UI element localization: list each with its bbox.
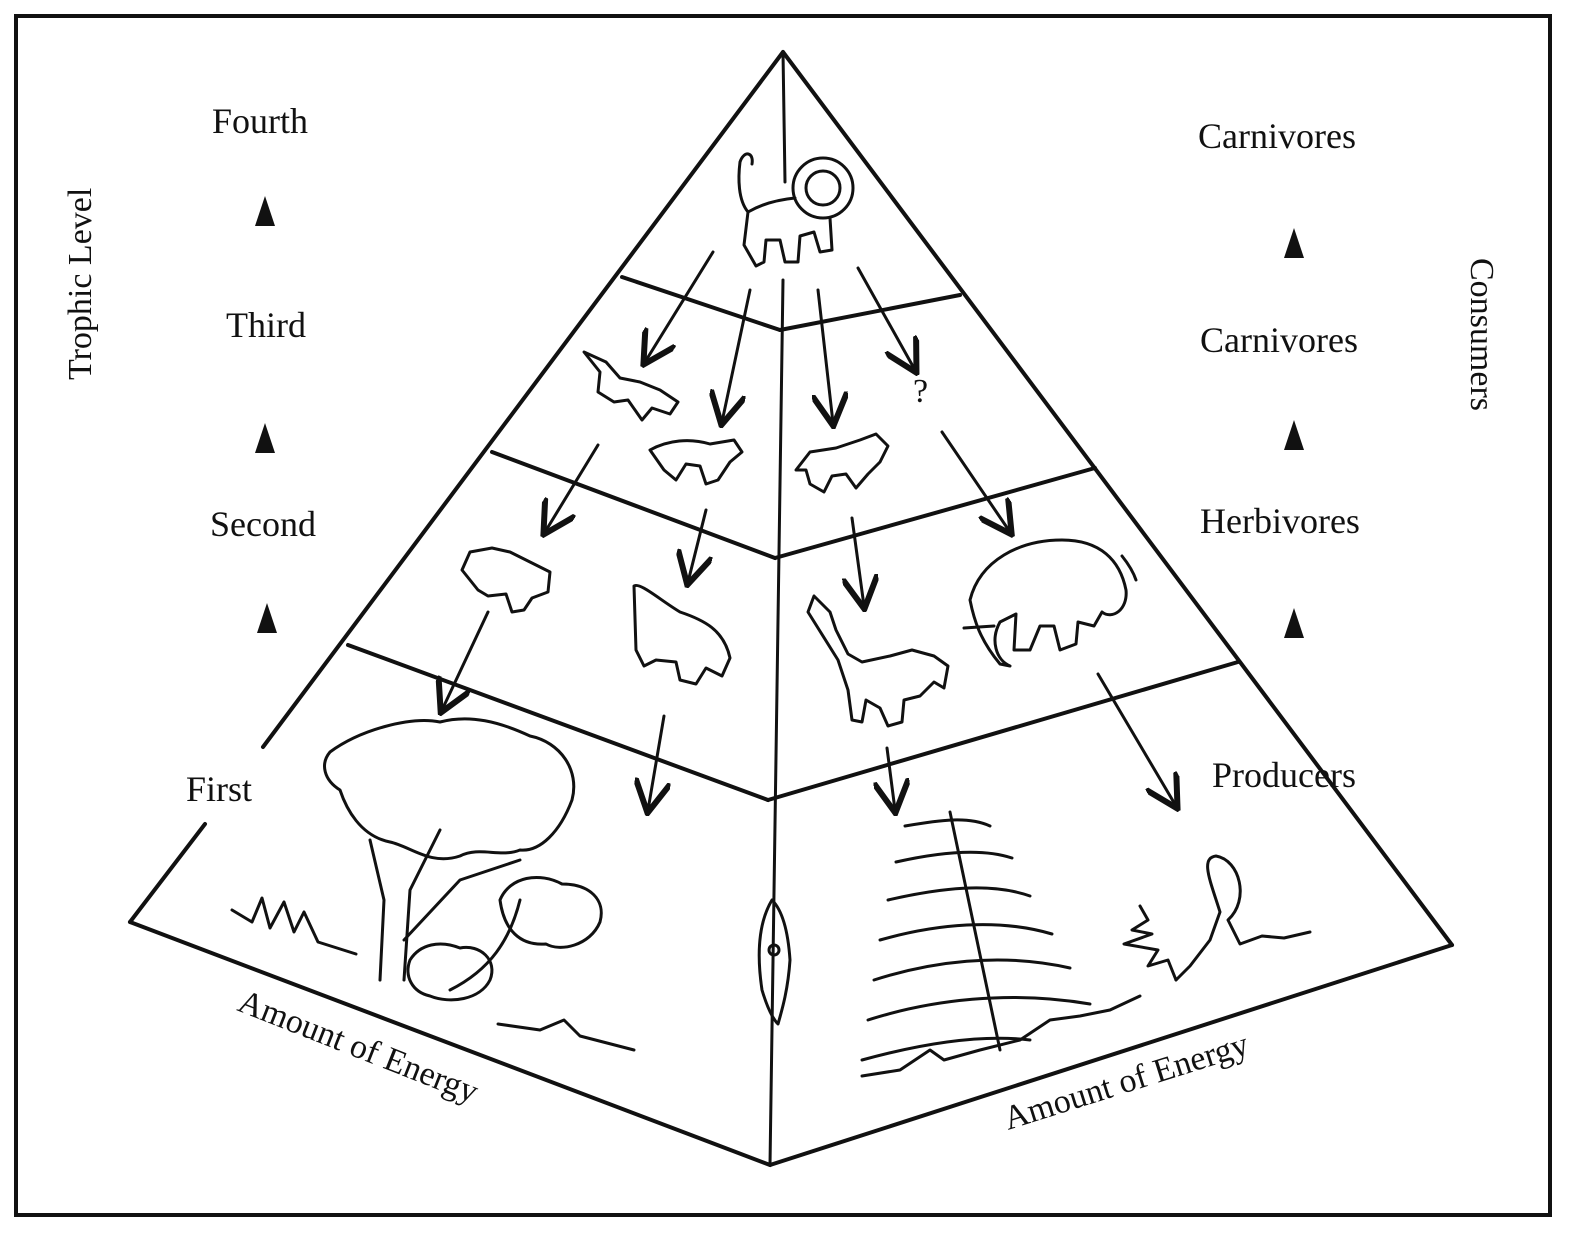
energy-label-right: Amount of Energy bbox=[999, 1026, 1253, 1138]
energy-label-left: Amount of Energy bbox=[233, 983, 483, 1111]
lion-illustration bbox=[739, 154, 853, 266]
herbivore-illustrations bbox=[462, 540, 1136, 726]
pyramid-outline bbox=[130, 52, 1452, 1165]
question-mark: ? bbox=[913, 373, 928, 410]
small-carnivore-illustration bbox=[584, 352, 888, 492]
energy-flow-arrows bbox=[442, 252, 1176, 810]
